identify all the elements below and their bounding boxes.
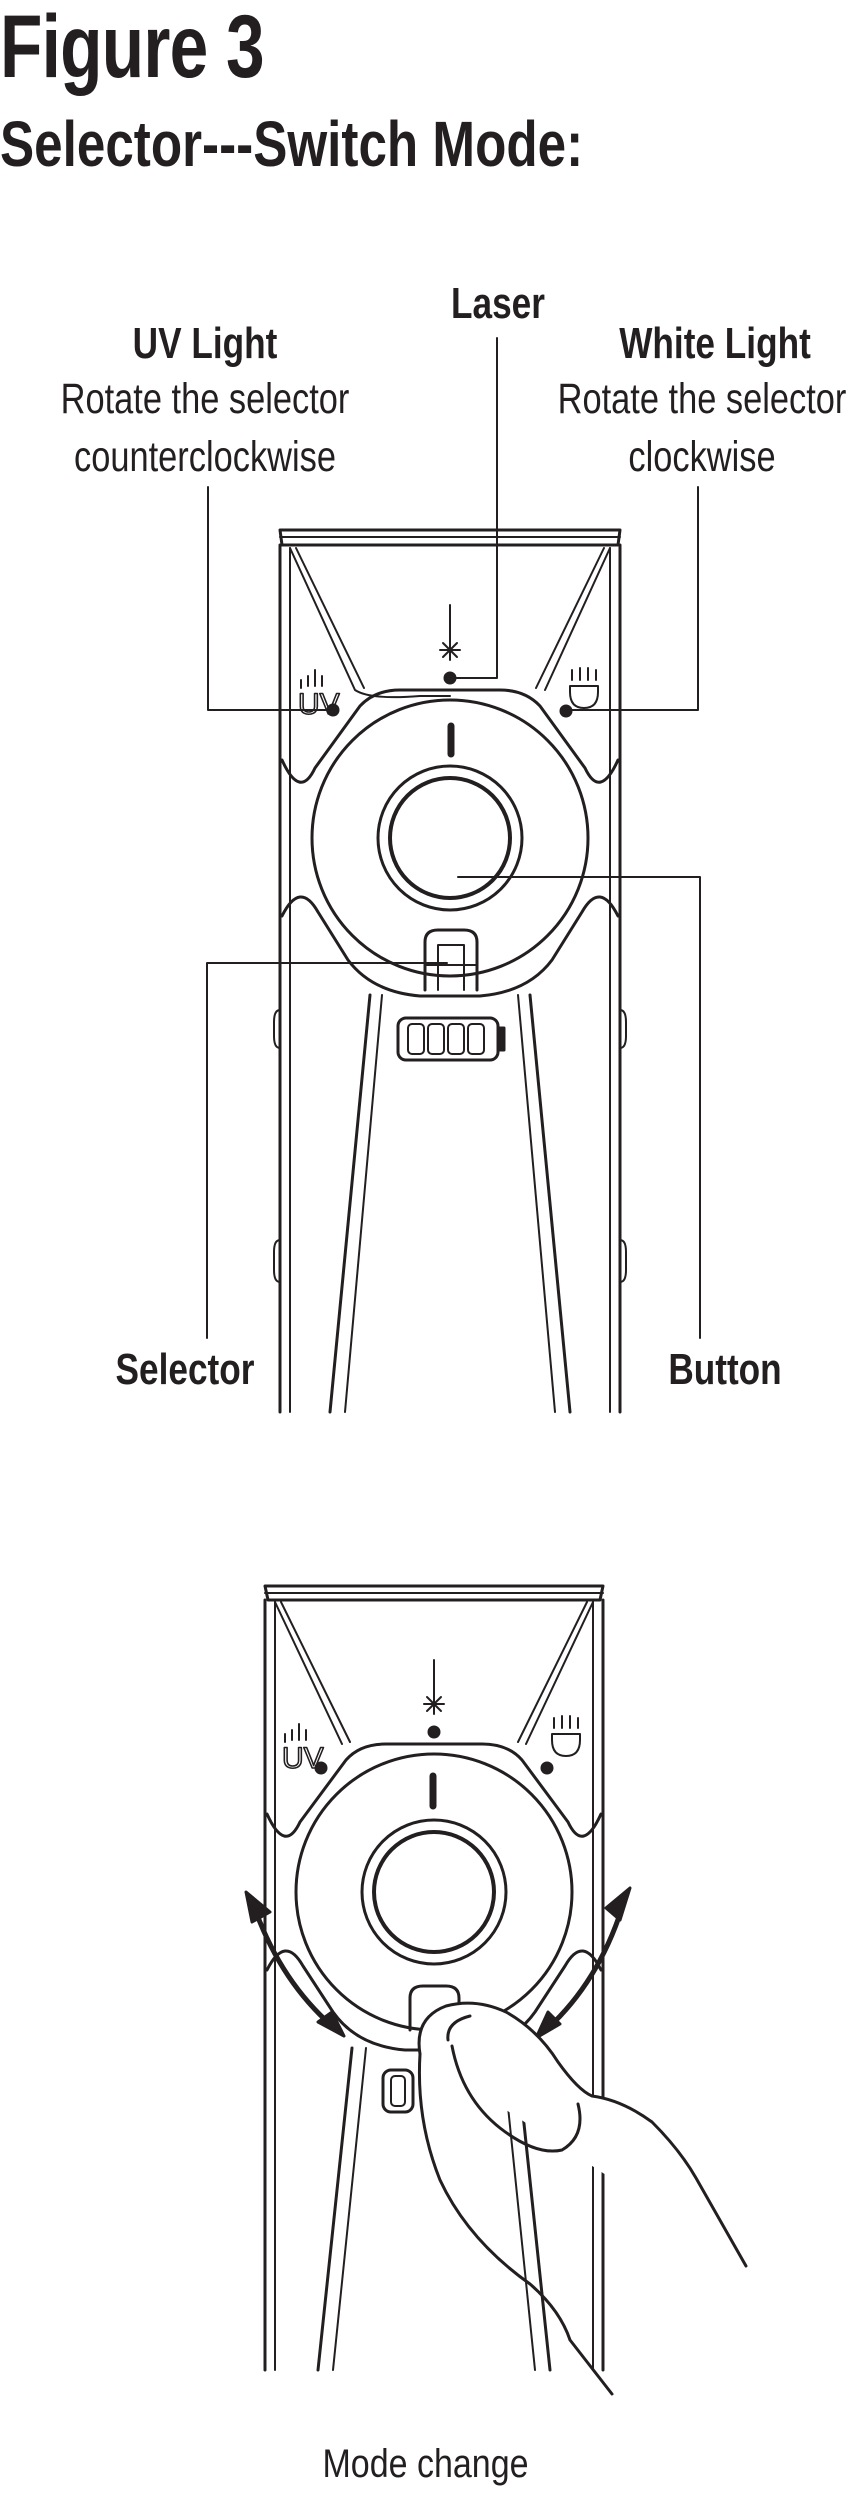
uv-light-icon: UV xyxy=(297,669,340,722)
device-top: UV xyxy=(206,337,701,1414)
rotate-clockwise-arrow xyxy=(534,1886,632,2040)
label-button: Button xyxy=(668,1345,782,1394)
laser-icon-bottom xyxy=(423,1659,445,1739)
thumb-hand xyxy=(417,2001,748,2396)
figure-subtitle: Selector---Switch Mode: xyxy=(0,108,584,180)
label-white-light-line2: clockwise xyxy=(628,433,776,481)
uv-light-icon-bottom: UV xyxy=(281,1723,328,1776)
leader-lines-top xyxy=(206,337,701,1339)
label-uv-light-title: UV Light xyxy=(132,319,278,368)
laser-icon xyxy=(439,604,461,685)
label-white-light-line1: Rotate the selector xyxy=(557,375,847,423)
rotate-counterclockwise-arrow xyxy=(244,1890,346,2038)
white-light-icon xyxy=(559,667,599,718)
figure-caption: Mode change xyxy=(322,2442,529,2486)
label-selector: Selector xyxy=(115,1345,255,1394)
label-uv-light-line1: Rotate the selector xyxy=(60,375,350,423)
white-light-icon-bottom xyxy=(540,1715,581,1775)
label-laser: Laser xyxy=(451,279,545,328)
label-white-light-title: White Light xyxy=(619,319,811,368)
device-bottom: UV xyxy=(244,1584,748,2396)
label-uv-light-line2: counterclockwise xyxy=(74,433,336,481)
figure-title: Figure 3 xyxy=(0,0,265,96)
